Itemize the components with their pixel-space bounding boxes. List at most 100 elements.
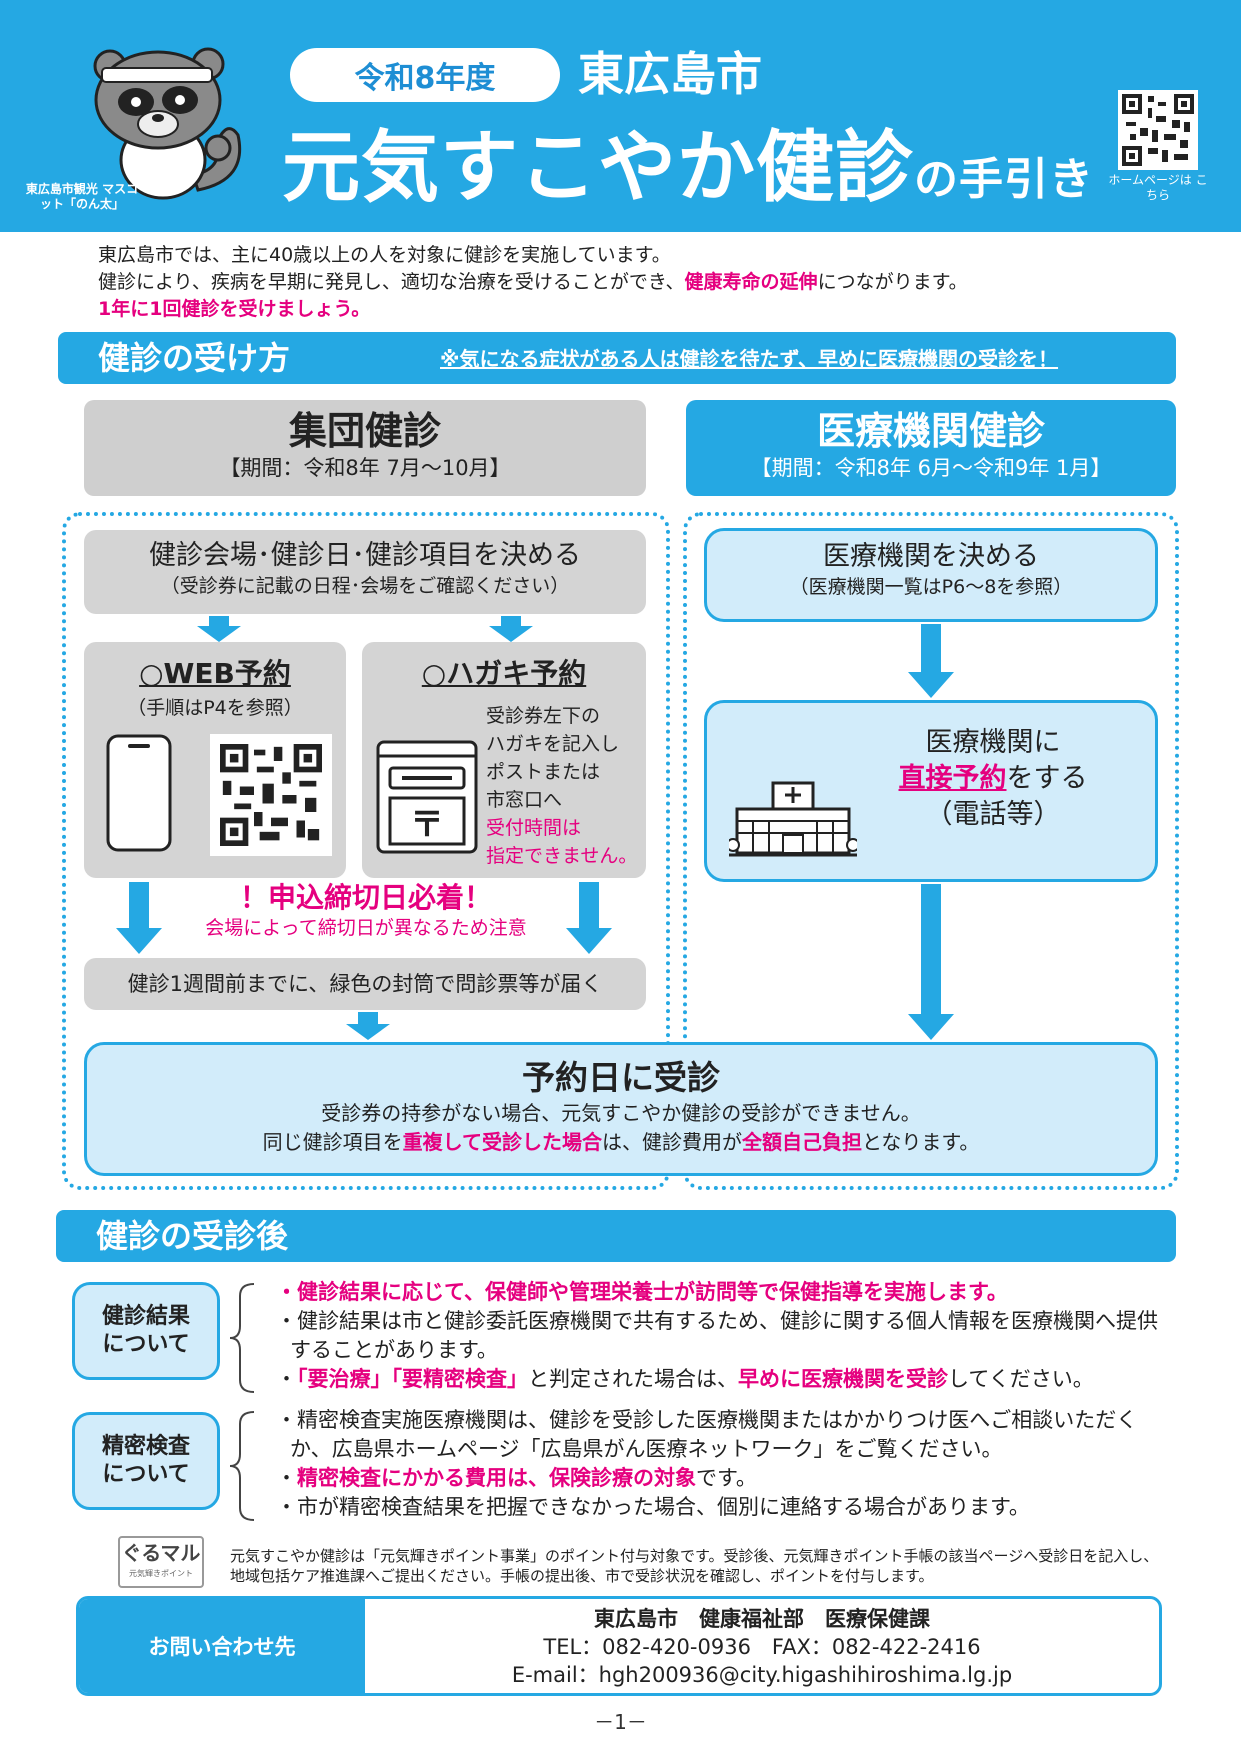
point-program-text: 元気すこやか健診は「元気輝きポイント事業」のポイント付与対象です。受診後、元気輝… <box>230 1547 1159 1585</box>
contact-info: 東広島市 健康福祉部 医療保健課 TEL：082-420-0936 FAX：08… <box>365 1605 1159 1689</box>
point-logo-main: ぐるマル <box>121 1541 201 1565</box>
intro-line-3: 1年に1回健診を受けましょう。 <box>98 298 371 320</box>
postcard-reservation-box: ○ハガキ予約 〒 受診券左下の ハガキを記入し ポストまたは 市窓口へ 受付時間… <box>362 642 646 878</box>
detailed-exam-label-line: 精密検査 <box>101 1434 190 1459</box>
detailed-exam-bullet: ・精密検査実施医療機関は、健診を受診した医療機関またはかかりつけ医へご相談いただ… <box>276 1408 1138 1461</box>
postcard-line: ハガキを記入し <box>486 733 620 755</box>
detailed-exam-label-line: について <box>102 1462 190 1487</box>
down-arrow-icon <box>489 616 533 642</box>
contact-label: お問い合わせ先 <box>79 1599 365 1693</box>
direct-reservation-text: 医療機関に 直接予約をする （電話等） <box>833 725 1153 833</box>
down-arrow-icon <box>116 882 162 954</box>
down-arrow-icon <box>566 882 612 954</box>
reserve-line-2-text: をする <box>1006 763 1088 794</box>
bullet-highlight: 早めに医療機関を受診 <box>738 1367 948 1391</box>
clinic-exam-header: 医療機関健診 【期間：令和8年 6月～令和9年 1月】 <box>686 400 1176 496</box>
intro-line-2-a: 健診により、疾病を早期に発見し、適切な治療を受けることができ、 <box>98 271 685 293</box>
smartphone-icon <box>106 734 172 852</box>
bullet-dot: ・ <box>276 1466 297 1490</box>
point-logo-sub: 元気輝きポイント <box>129 1569 193 1578</box>
postcard-line: ポストまたは <box>486 761 601 783</box>
detailed-exam-bullet: ・精密検査にかかる費用は、保険診療の対象です。 <box>276 1464 1166 1493</box>
bullet-text: と判定された場合は、 <box>528 1367 738 1391</box>
direct-reservation-box: 医療機関に 直接予約をする （電話等） <box>704 700 1158 882</box>
mascot-caption: 東広島市観光 マスコット「のん太」 <box>25 182 139 211</box>
page-title: 元気すこやか健診の手引き <box>282 120 1094 228</box>
reserve-line-1: 医療機関に <box>925 727 1061 758</box>
intro-highlight: 健康寿命の延伸 <box>684 271 818 293</box>
clinic-exam-title: 医療機関健診 <box>816 409 1045 453</box>
exam-day-title: 予約日に受診 <box>522 1058 720 1097</box>
reserve-line-2: 直接予約をする <box>833 761 1153 797</box>
postcard-warning: 受付時間は <box>486 817 582 839</box>
section-bar-after-exam: 健診の受診後 <box>56 1210 1176 1262</box>
group-exam-period: 【期間：令和8年 7月～10月】 <box>219 456 511 480</box>
result-bullet: ・健診結果は市と健診委託医療機関で共有するため、健診に関する個人情報を医療機関へ… <box>276 1309 1158 1362</box>
exam-line-2-d: 全額自己負担 <box>742 1130 862 1154</box>
qr-code-icon[interactable] <box>1118 90 1198 170</box>
exam-day-line-2: 同じ健診項目を重複して受診した場合は、健診費用が全額自己負担となります。 <box>87 1128 1155 1157</box>
exam-line-2-e: となります。 <box>862 1130 980 1154</box>
group-exam-flow-frame <box>62 512 670 1190</box>
fiscal-year-badge: 令和8年度 <box>290 48 560 102</box>
result-bullet: ・「要治療」「要精密検査」と判定された場合は、早めに医療機関を受診してください。 <box>276 1365 1166 1394</box>
postcard-line: 市窓口へ <box>486 789 563 811</box>
bullet-dot: ・ <box>276 1367 297 1391</box>
intro-line-2: 健診により、疾病を早期に発見し、適切な治療を受けることができ、健康寿命の延伸につ… <box>98 269 1198 296</box>
postcard-reservation-title: ○ハガキ予約 <box>421 657 587 690</box>
bullet-highlight: 「要治療」「要精密検査」 <box>297 1367 528 1391</box>
mascot-tanuki-icon <box>78 40 253 200</box>
intro-line-1: 東広島市では、主に40歳以上の人を対象に健診を実施しています。 <box>98 244 671 266</box>
point-program-logo: ぐるマル 元気輝きポイント <box>118 1536 204 1588</box>
contact-email[interactable]: E-mail：hgh200936@city.higashihiroshima.l… <box>511 1663 1013 1687</box>
bullet-text: してください。 <box>948 1367 1094 1391</box>
deadline-title: ！申込締切日必着！ <box>239 881 492 914</box>
group-exam-header: 集団健診 【期間：令和8年 7月～10月】 <box>84 400 646 496</box>
web-reservation-box[interactable]: ○WEB予約 （手順はP4を参照） <box>84 642 346 878</box>
intro-line-2-c: につながります。 <box>817 271 968 293</box>
postcard-description: 受診券左下の ハガキを記入し ポストまたは 市窓口へ 受付時間は 指定できません… <box>486 702 646 870</box>
envelope-notice: 健診1週間前までに、緑色の封筒で問診票等が届く <box>84 958 646 1010</box>
title-main: 元気すこやか健診 <box>282 123 915 213</box>
intro-text: 東広島市では、主に40歳以上の人を対象に健診を実施しています。 健診により、疾病… <box>98 242 1198 323</box>
contact-tel-fax: TEL：082-420-0936 FAX：082-422-2416 <box>543 1635 981 1659</box>
down-arrow-icon <box>908 624 954 698</box>
deadline-notice: ！申込締切日必着！ 会場によって締切日が異なるため注意 <box>198 880 534 940</box>
exam-day-line-1: 受診券の持参がない場合、元気すこやか健診の受診ができません。 <box>321 1101 921 1125</box>
result-label-line: 健診結果 <box>101 1304 190 1329</box>
decide-clinic-box: 医療機関を決める （医療機関一覧はP6～8を参照） <box>704 528 1158 622</box>
decide-venue-box: 健診会場･健診日･健診項目を決める （受診券に記載の日程･会場をご確認ください） <box>84 530 646 614</box>
exam-day-box: 予約日に受診 受診券の持参がない場合、元気すこやか健診の受診ができません。 同じ… <box>84 1042 1158 1176</box>
decide-venue-title: 健診会場･健診日･健診項目を決める <box>149 540 581 571</box>
result-bullet: ・健診結果に応じて、保健師や管理栄養士が訪問等で保健指導を実施します。 <box>276 1280 1008 1304</box>
direct-reservation-highlight: 直接予約 <box>898 763 1007 794</box>
city-name: 東広島市 <box>578 47 762 101</box>
clinic-exam-flow-frame <box>683 512 1179 1190</box>
detailed-exam-bullets: ・精密検査実施医療機関は、健診を受診した医療機関またはかかりつけ医へご相談いただ… <box>276 1406 1166 1522</box>
detailed-exam-label: 精密検査 について <box>72 1412 220 1510</box>
exam-line-2-b: 重複して受診した場合 <box>402 1130 602 1154</box>
exam-line-2-a: 同じ健診項目を <box>262 1130 403 1154</box>
brace-icon <box>229 1283 255 1393</box>
result-bullets: ・健診結果に応じて、保健師や管理栄養士が訪問等で保健指導を実施します。 ・健診結… <box>276 1278 1166 1394</box>
web-reservation-sub: （手順はP4を参照） <box>127 697 303 719</box>
section-bar-how-to: 健診の受け方 ※気になる症状がある人は健診を待たず、早めに医療機関の受診を！ <box>58 332 1176 384</box>
contact-department: 東広島市 健康福祉部 医療保健課 <box>594 1607 930 1631</box>
deadline-sub: 会場によって締切日が異なるため注意 <box>205 917 527 939</box>
bullet-highlight: 精密検査にかかる費用は、保険診療の対象 <box>297 1466 696 1490</box>
result-label: 健診結果 について <box>72 1282 220 1380</box>
contact-box: お問い合わせ先 東広島市 健康福祉部 医療保健課 TEL：082-420-093… <box>76 1596 1162 1696</box>
postcard-line: 受診券左下の <box>486 705 601 727</box>
detailed-exam-bullet: ・市が精密検査結果を把握できなかった場合、個別に連絡する場合があります。 <box>276 1495 1030 1519</box>
decide-clinic-sub: （医療機関一覧はP6～8を参照） <box>789 576 1073 598</box>
group-exam-title: 集団健診 <box>288 409 441 453</box>
postcard-warning: 指定できません。 <box>486 845 638 867</box>
section-title-how-to: 健診の受け方 <box>98 339 291 377</box>
section-note: ※気になる症状がある人は健診を待たず、早めに医療機関の受診を！ <box>440 347 1059 371</box>
web-reservation-title: ○WEB予約 <box>139 657 291 690</box>
page-number: －1－ <box>594 1710 647 1734</box>
decide-venue-sub: （受診券に記載の日程･会場をご確認ください） <box>160 575 570 597</box>
title-sub: の手引き <box>914 154 1095 205</box>
qr-code-icon[interactable] <box>210 734 332 856</box>
exam-line-2-c: は、健診費用が <box>602 1130 742 1154</box>
